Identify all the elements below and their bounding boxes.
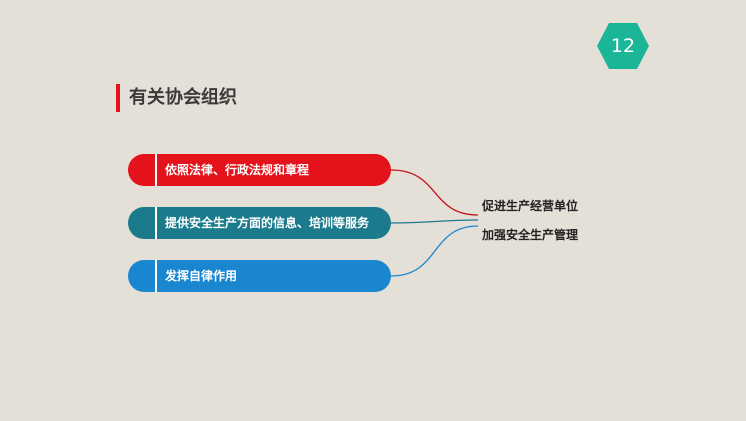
item-label-3: 发挥自律作用	[165, 269, 238, 283]
hexagon-shape	[597, 23, 649, 69]
item-pill-1: 依照法律、行政法规和章程	[128, 154, 391, 186]
goal-text-2: 加强安全生产管理	[482, 228, 579, 242]
pill-separator	[155, 260, 157, 292]
item-pill-2: 提供安全生产方面的信息、培训等服务	[128, 207, 391, 239]
goal-text-1: 促进生产经营单位	[482, 199, 579, 213]
item-pill-3: 发挥自律作用	[128, 260, 391, 292]
connector-line-3	[390, 225, 479, 277]
pill-separator	[155, 207, 157, 239]
connector-line-2	[390, 219, 479, 224]
item-label-2: 提供安全生产方面的信息、培训等服务	[165, 216, 370, 230]
item-label-1: 依照法律、行政法规和章程	[165, 163, 310, 177]
slide-title: 有关协会组织	[129, 87, 237, 108]
connector-line-1	[390, 169, 479, 216]
title-accent-bar	[116, 84, 120, 112]
pill-separator	[155, 154, 157, 186]
page-number: 12	[610, 35, 636, 57]
page-number-badge: 12	[596, 22, 650, 70]
